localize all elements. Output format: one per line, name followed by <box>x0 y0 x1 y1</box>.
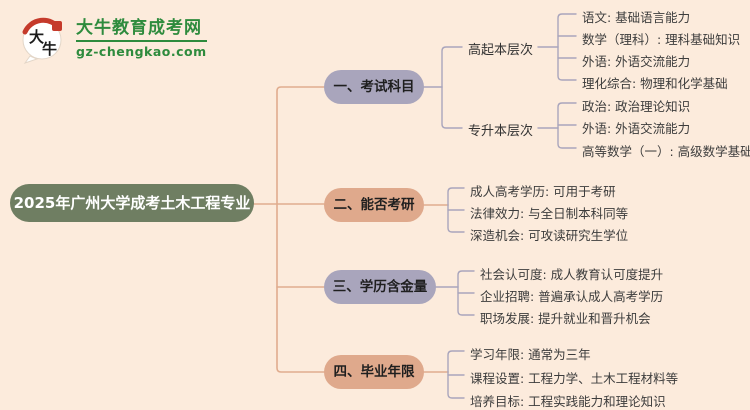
leaf-item: 高等数学（一）: 高级数学基础 <box>582 144 750 159</box>
leaf-item: 职场发展: 提升就业和晋升机会 <box>480 311 651 326</box>
leaf-item: 社会认可度: 成人教育认可度提升 <box>480 267 664 282</box>
branch-node-exam-subjects: 一、考试科目 <box>324 70 424 104</box>
leaf-item: 政治: 政治理论知识 <box>582 99 691 114</box>
leaf-item: 企业招聘: 普遍承认成人高考学历 <box>480 289 664 304</box>
branch-node-degree-value: 三、学历含金量 <box>324 270 436 304</box>
leaf-item: 课程设置: 工程力学、土木工程材料等 <box>470 371 679 386</box>
leaf-item: 学习年限: 通常为三年 <box>470 347 591 362</box>
leaf-item: 培养目标: 工程实践能力和理论知识 <box>470 394 666 409</box>
site-logo[interactable]: 大 牛 大牛教育成考网 gz-chengkao.com <box>18 13 207 65</box>
branch-node-graduation-years: 四、毕业年限 <box>324 355 424 389</box>
logo-title: 大牛教育成考网 <box>76 18 207 43</box>
leaf-item: 数学（理科）: 理科基础知识 <box>582 32 741 47</box>
branch-node-postgrad-eligibility: 二、能否考研 <box>324 188 424 222</box>
leaf-item: 成人高考学历: 可用于考研 <box>470 184 616 199</box>
svg-text:牛: 牛 <box>42 40 57 58</box>
leaf-item: 法律效力: 与全日制本科同等 <box>470 206 629 221</box>
daniu-logo-icon: 大 牛 <box>22 17 62 64</box>
root-node-title: 2025年广州大学成考土木工程专业 <box>10 184 254 222</box>
svg-text:大: 大 <box>29 28 44 46</box>
group-label-gaoqiben: 高起本层次 <box>468 43 534 58</box>
leaf-item: 语文: 基础语言能力 <box>582 10 691 25</box>
leaf-item: 外语: 外语交流能力 <box>582 54 691 69</box>
group-label-zhuanshengben: 专升本层次 <box>468 124 534 139</box>
logo-domain: gz-chengkao.com <box>76 44 207 60</box>
leaf-item: 理化综合: 物理和化学基础 <box>582 76 728 91</box>
logo-text: 大牛教育成考网 gz-chengkao.com <box>76 18 207 60</box>
leaf-item: 外语: 外语交流能力 <box>582 121 691 136</box>
leaf-item: 深造机会: 可攻读研究生学位 <box>470 228 629 243</box>
seal-icon <box>52 21 62 31</box>
